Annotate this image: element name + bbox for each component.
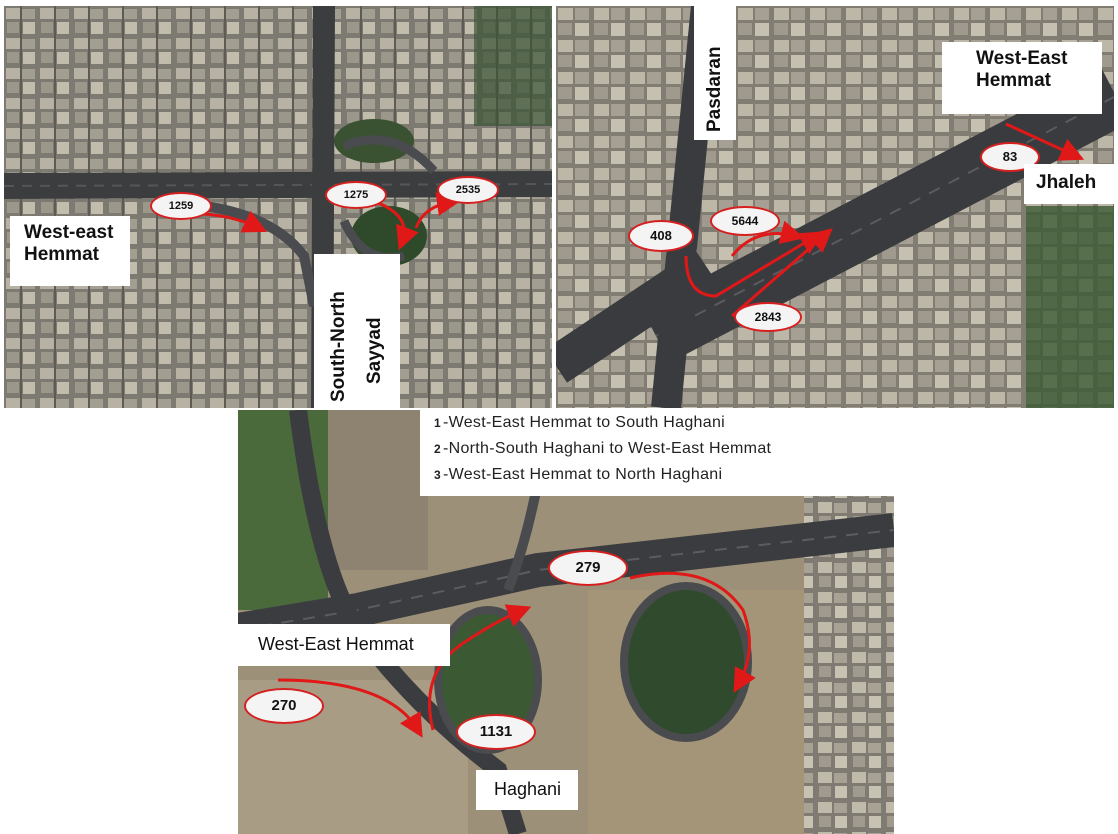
legend-item: 2-North-South Haghani to West-East Hemma… [434, 440, 772, 457]
count-badge: 2843 [734, 302, 802, 332]
count-badge: 270 [244, 688, 324, 724]
road-label-haghani: Haghani [476, 770, 578, 810]
road-label-south-north-sayyad: South-North Sayyad [314, 254, 400, 408]
road-label-west-east-hemmat: West-East Hemmat [942, 42, 1102, 114]
count-badge: 1275 [325, 181, 387, 209]
aerial-map-sayyad [4, 6, 552, 408]
road-label-pasdaran: Pasdaran [694, 6, 736, 140]
count-badge: 1131 [456, 714, 536, 750]
count-badge: 279 [548, 550, 628, 586]
count-badge: 1259 [150, 192, 212, 220]
map-panel-haghani: 1-West-East Hemmat to South Haghani 2-No… [238, 410, 894, 834]
legend-item: 3-West-East Hemmat to North Haghani [434, 466, 723, 483]
map-panel-pasdaran: 83 408 5644 2843 Pasdaran West-East Hemm… [556, 6, 1114, 408]
road-label-west-east-hemmat: West-east Hemmat [10, 216, 130, 286]
count-badge: 2535 [437, 176, 499, 204]
count-badge: 5644 [710, 206, 780, 236]
legend-item: 1-West-East Hemmat to South Haghani [434, 414, 726, 431]
route-legend: 1-West-East Hemmat to South Haghani 2-No… [420, 410, 894, 496]
map-panel-sayyad: 1259 1275 2535 West-east Hemmat South-No… [4, 6, 552, 408]
count-badge: 408 [628, 220, 694, 252]
road-label-jhaleh: Jhaleh [1024, 164, 1114, 204]
road-label-west-east-hemmat: West-East Hemmat [238, 624, 450, 666]
